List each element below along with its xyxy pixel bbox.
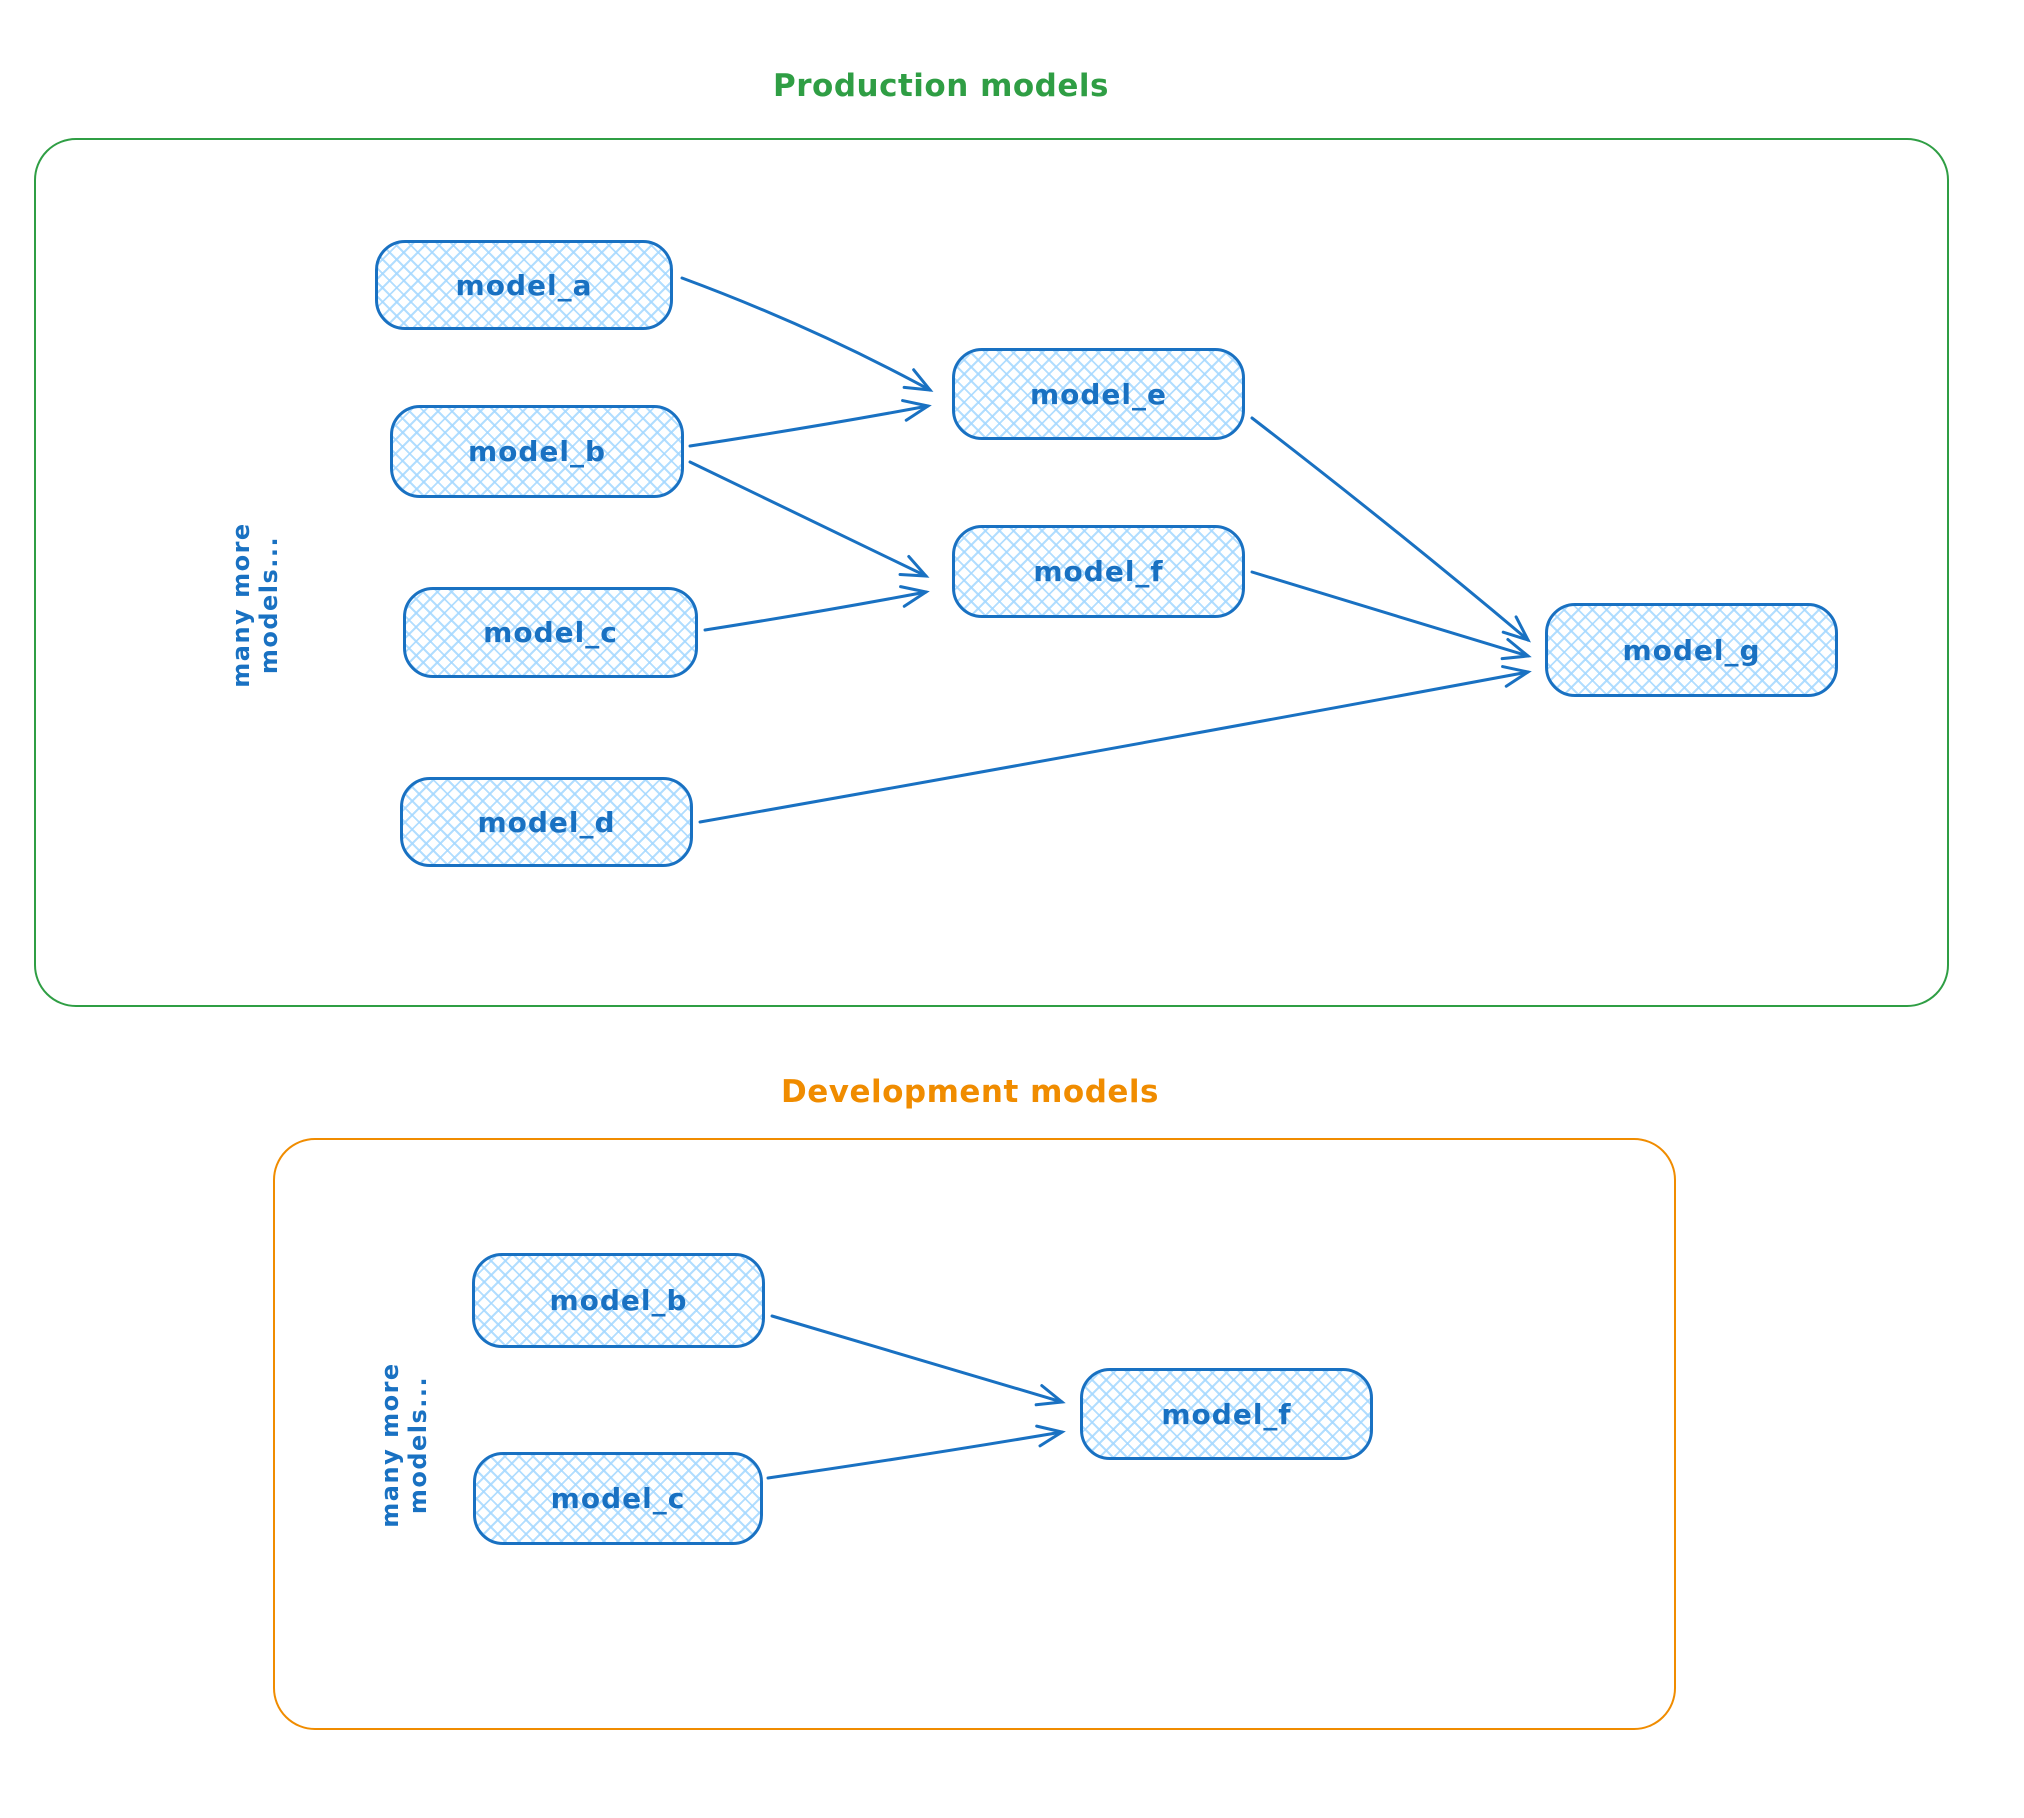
- node-model-c-label: model_c: [483, 616, 618, 649]
- node-model-d: model_d: [400, 777, 693, 867]
- node-dev-model-f-label: model_f: [1161, 1397, 1292, 1431]
- node-model-a: model_a: [375, 240, 673, 330]
- node-model-c: model_c: [403, 587, 698, 678]
- node-dev-model-c-label: model_c: [550, 1482, 686, 1515]
- production-side-label: many more models...: [227, 522, 283, 688]
- node-model-d-label: model_d: [477, 805, 616, 839]
- node-model-g-label: model_g: [1622, 633, 1761, 667]
- production-section-title: Production models: [773, 68, 1109, 104]
- node-model-a-label: model_a: [455, 268, 593, 302]
- node-dev-model-b: model_b: [472, 1253, 765, 1348]
- node-model-e-label: model_e: [1029, 377, 1168, 411]
- node-dev-model-f: model_f: [1080, 1368, 1373, 1460]
- node-dev-model-b-label: model_b: [549, 1284, 688, 1317]
- node-dev-model-c: model_c: [473, 1452, 763, 1545]
- node-model-g: model_g: [1545, 603, 1838, 697]
- node-model-f: model_f: [952, 525, 1245, 618]
- node-model-e: model_e: [952, 348, 1245, 440]
- development-side-label: many more models...: [376, 1362, 432, 1528]
- node-model-f-label: model_f: [1033, 555, 1164, 588]
- development-section-title: Development models: [780, 1074, 1159, 1110]
- node-model-b: model_b: [390, 405, 684, 498]
- node-model-b-label: model_b: [467, 435, 607, 468]
- production-container-frame: [34, 138, 1949, 1007]
- development-container-frame: [273, 1138, 1676, 1730]
